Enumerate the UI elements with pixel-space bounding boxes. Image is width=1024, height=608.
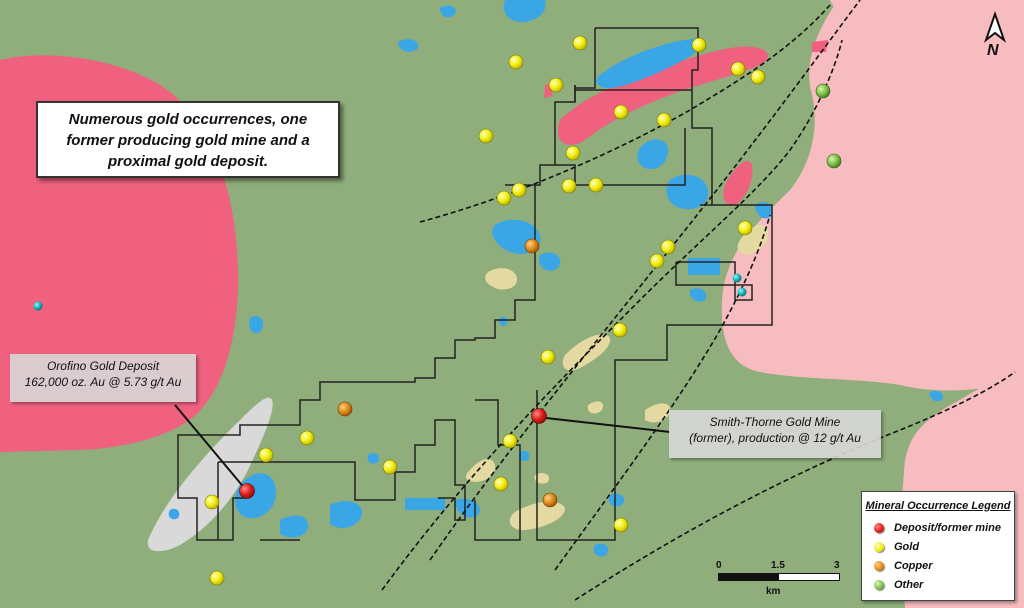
scale-unit: km: [766, 586, 781, 597]
north-arrow: N: [980, 10, 1010, 62]
summary-line-1: Numerous gold occurrences, one: [68, 111, 308, 128]
fault-lines: [381, 0, 1016, 601]
copper-marker: [524, 238, 540, 254]
gold-marker: [660, 239, 676, 255]
gold-marker: [656, 112, 672, 128]
gold-marker: [613, 104, 629, 120]
gold-marker: [382, 459, 398, 475]
gold-marker: [511, 182, 527, 198]
gold-marker: [612, 322, 628, 338]
gold-marker: [561, 178, 577, 194]
north-arrow-icon: [983, 10, 1007, 43]
summary-line-2: former producing gold mine and a: [66, 132, 310, 149]
gold-marker: [299, 430, 315, 446]
orofino-label: Orofino Gold Deposit 162,000 oz. Au @ 5.…: [10, 354, 196, 402]
gold-occurrences: [204, 35, 766, 586]
legend-item-deposit: Deposit/former mine: [862, 518, 1014, 537]
gold-legend-icon: [874, 541, 884, 552]
deposit-marker-smith-thorne: [531, 408, 547, 424]
legend-label: Gold: [894, 540, 920, 553]
legend-label: Copper: [894, 559, 933, 572]
gold-marker: [588, 177, 604, 193]
smith-thorne-detail: (former), production @ 12 g/t Au: [689, 431, 861, 445]
gold-marker: [496, 190, 512, 206]
gold-marker: [540, 349, 556, 365]
copper-marker: [542, 492, 558, 508]
other-marker: [826, 153, 842, 169]
gold-marker: [493, 476, 509, 492]
intrusive-spot: [812, 40, 828, 52]
gold-marker: [508, 54, 524, 70]
gold-marker: [613, 517, 629, 533]
scale-bar: 0 1.5 3 km: [716, 560, 842, 600]
orofino-leader-line: [174, 404, 247, 491]
summary-callout: Numerous gold occurrences, one former pr…: [36, 101, 340, 178]
smith-leader-line: [545, 417, 671, 433]
gold-marker: [502, 433, 518, 449]
gold-marker: [478, 128, 494, 144]
scale-tick-2: 3: [834, 560, 840, 571]
cyan-marker: [737, 287, 747, 297]
gold-marker: [691, 37, 707, 53]
intrusive-dike-north: [558, 46, 769, 145]
cyan-marker: [732, 273, 742, 283]
deposit-marker-orofino: [239, 483, 255, 499]
water-bodies: [168, 0, 944, 557]
claim-boundaries: [177, 27, 773, 541]
orofino-detail: 162,000 oz. Au @ 5.73 g/t Au: [24, 375, 182, 389]
gold-marker: [649, 253, 665, 269]
other-legend-icon: [874, 579, 884, 590]
gold-marker: [565, 145, 581, 161]
other-marker: [815, 83, 831, 99]
gold-marker: [204, 494, 220, 510]
copper-marker: [337, 401, 353, 417]
cyan-marker: [33, 301, 43, 311]
gold-marker: [750, 69, 766, 85]
gold-marker: [209, 570, 225, 586]
legend-item-other: Other: [862, 575, 1014, 594]
summary-line-3: proximal gold deposit.: [107, 153, 268, 170]
gold-marker: [548, 77, 564, 93]
legend-item-copper: Copper: [862, 556, 1014, 575]
legend-label: Other: [894, 578, 924, 591]
scale-bar-graphic: [718, 573, 840, 581]
smith-thorne-title: Smith-Thorne Gold Mine: [709, 415, 841, 429]
copper-legend-icon: [874, 560, 884, 571]
north-letter: N: [987, 42, 999, 59]
scale-tick-1: 1.5: [771, 560, 785, 571]
orofino-title: Orofino Gold Deposit: [46, 359, 160, 373]
deposit-legend-icon: [874, 522, 884, 533]
gold-marker: [730, 61, 746, 77]
legend: Mineral Occurrence Legend Deposit/former…: [861, 491, 1015, 601]
gold-marker: [737, 220, 753, 236]
scale-tick-0: 0: [716, 560, 722, 571]
legend-title: Mineral Occurrence Legend: [865, 500, 1011, 512]
legend-label: Deposit/former mine: [894, 521, 1001, 534]
gold-marker: [258, 447, 274, 463]
smith-thorne-label: Smith-Thorne Gold Mine (former), product…: [669, 410, 881, 458]
gold-marker: [572, 35, 588, 51]
intrusive-dike-small: [723, 161, 753, 206]
legend-item-gold: Gold: [862, 537, 1014, 556]
